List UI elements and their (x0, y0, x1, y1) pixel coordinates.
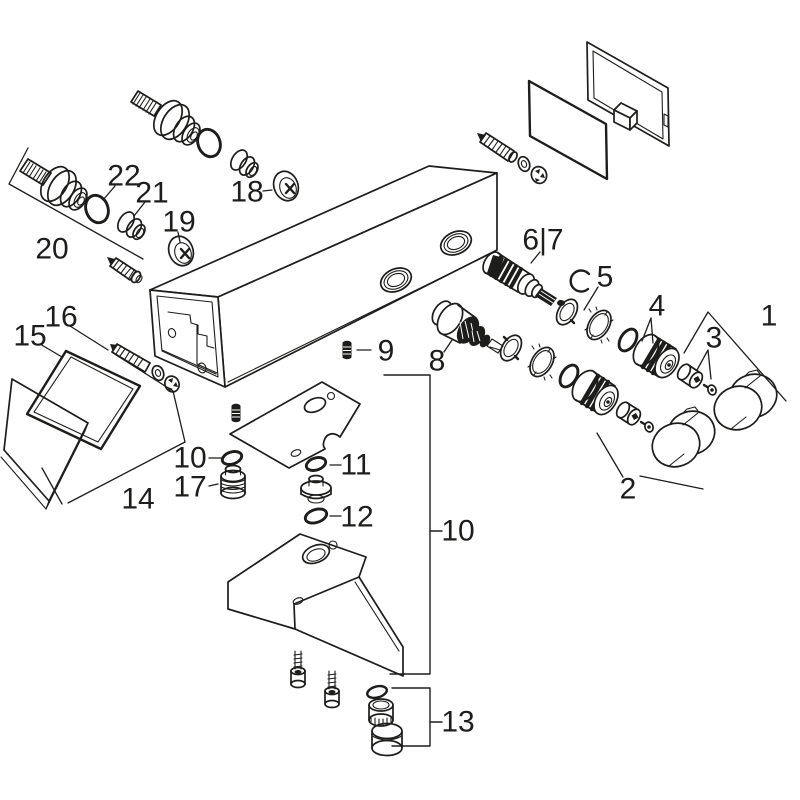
part-label-5: 5 (597, 261, 614, 294)
threaded-ring-lower (527, 343, 557, 381)
aerator-o-ring (366, 684, 388, 700)
handle-screw-upper (702, 383, 717, 396)
part-label-12: 12 (340, 501, 373, 534)
wall-union-fitting-left (19, 158, 88, 211)
threaded-adapter-17 (220, 464, 246, 500)
part-label-11: 11 (340, 449, 371, 482)
body-hole-left (379, 267, 413, 293)
body-hole-right (439, 230, 473, 256)
bracket-assembly-13 (391, 687, 443, 747)
bushing-21 (116, 211, 146, 241)
o-ring-lower (558, 363, 580, 389)
part-label-14: 14 (121, 483, 154, 516)
spout-body (227, 533, 404, 677)
o-ring-11 (304, 456, 328, 472)
cover-gasket-top-right (527, 79, 609, 181)
part-label-18: 18 (230, 176, 263, 209)
part-label-3: 3 (706, 322, 723, 355)
bracket-assembly-10 (383, 374, 443, 675)
fixing-screw-16 (110, 343, 151, 373)
nut-top-right (530, 165, 548, 185)
part-label-22: 22 (107, 160, 140, 193)
cover-plate-top-right (586, 41, 670, 147)
part-label-17: 17 (173, 471, 206, 504)
thermostat-cartridge-6-7 (482, 251, 565, 306)
part-label-4: 4 (649, 290, 666, 323)
handle-1 (713, 369, 778, 431)
wall-anchor-screw-left (107, 257, 143, 284)
part-label-20: 20 (35, 233, 68, 266)
base-gasket-plate (229, 381, 361, 469)
part-label-13: 13 (441, 706, 474, 739)
body-cavity (161, 311, 218, 375)
cover-plate-clip (613, 102, 638, 131)
o-ring-top (196, 127, 222, 159)
aerator-insert (368, 698, 394, 727)
snap-ring-5 (569, 269, 591, 293)
outlet-nipple (300, 474, 332, 504)
handle-2 (651, 406, 716, 468)
spout-screw-left (290, 650, 306, 689)
threaded-ring-upper (584, 306, 614, 344)
handle-adapter-3 (676, 363, 704, 389)
check-valve-18 (272, 170, 300, 202)
part-label-21: 21 (135, 177, 168, 210)
diverter-cartridge-8 (431, 300, 504, 354)
check-valve-19 (167, 235, 195, 267)
part-label-10-oring: 10 (173, 442, 206, 475)
o-ring-22 (84, 193, 110, 225)
bushing-top (229, 149, 259, 179)
part-label-19: 19 (162, 206, 195, 239)
aerator-shell (371, 722, 403, 757)
part-label-10-assembly: 10 (441, 515, 474, 548)
o-ring-10 (220, 450, 244, 466)
handle-screw-lower (639, 420, 654, 433)
spout-screw-right (324, 670, 340, 709)
part-label-2: 2 (620, 473, 637, 506)
part-label-6-7: 6|7 (522, 224, 563, 257)
wall-union-fitting-top (130, 90, 201, 146)
part-label-16: 16 (44, 301, 77, 334)
collar-lower (571, 369, 619, 416)
part-label-9: 9 (378, 335, 395, 368)
escutcheon-plate-14 (0, 378, 89, 510)
part-labels: 1 2 3 4 5 6|7 8 9 10 10 11 12 13 14 15 1… (13, 160, 777, 739)
wall-anchor-screw-top-right (477, 132, 518, 163)
mixer-body (149, 165, 498, 388)
o-ring-12 (303, 507, 329, 525)
part-label-15: 15 (13, 320, 46, 353)
leader-lines (8, 147, 787, 517)
part-label-1: 1 (761, 300, 778, 333)
handle-adapter-lower (615, 401, 642, 426)
washer-16 (151, 364, 165, 382)
escutcheon-gasket-15 (25, 349, 142, 451)
set-screw-bottom (231, 403, 241, 423)
collar-4 (632, 333, 680, 379)
slotted-nut-lower (499, 334, 523, 362)
part-label-8: 8 (429, 345, 446, 378)
set-screw-9 (342, 340, 352, 360)
washer-top-right (517, 155, 531, 173)
slotted-nut-upper (555, 298, 579, 326)
o-ring-upper (617, 327, 639, 353)
